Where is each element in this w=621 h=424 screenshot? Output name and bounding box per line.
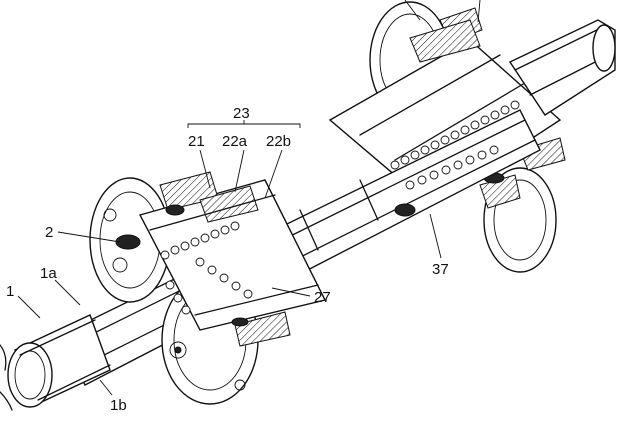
left-nut-body [138,171,327,347]
shaft-right-end [508,19,616,116]
leader-lines [17,0,481,396]
reference-labels: 23 21 22a 22b 2 1a 1 1b 27 37 [6,105,449,414]
label-1: 1 [6,283,14,300]
label-37: 37 [432,261,449,278]
right-nut-body [328,19,566,206]
right-balls [390,100,520,217]
label-23: 23 [233,105,250,122]
label-1b: 1b [110,397,127,414]
label-2: 2 [45,224,53,241]
label-27: 27 [314,289,331,306]
label-21: 21 [188,133,205,150]
label-22a: 22a [222,133,248,150]
left-balls [160,221,253,315]
shaft-left-end [0,314,111,411]
label-1a: 1a [40,265,57,282]
label-22b: 22b [266,133,291,150]
